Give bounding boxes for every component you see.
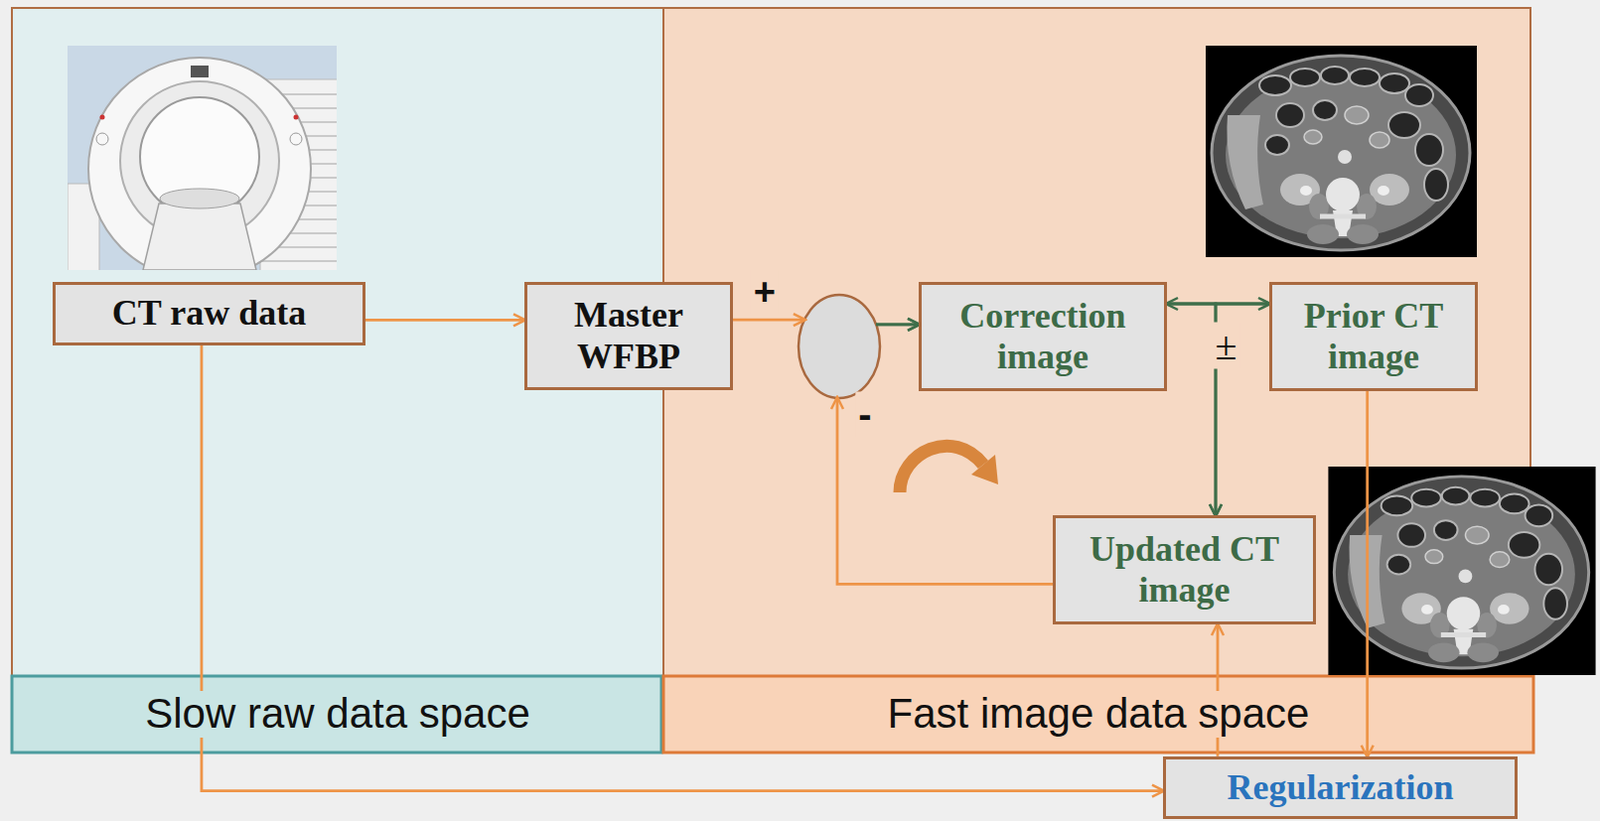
process-box: Regularization [1163, 756, 1518, 820]
ct-scanner-illustration-part [96, 133, 109, 146]
box-label: Regularization [1227, 767, 1455, 809]
connector-arrow [1166, 303, 1216, 516]
band-strip: Fast image data space [663, 676, 1534, 753]
edge-label-holder: - [855, 392, 874, 437]
connector-arrow [1215, 303, 1270, 516]
sign-label: + [750, 271, 779, 314]
ct-scanner-illustration-part [293, 115, 299, 121]
box-label: Updated CT image [1067, 529, 1302, 612]
ct-scanner-illustration-part [88, 57, 311, 271]
connector-line [1215, 303, 1270, 516]
connector-line [1166, 303, 1216, 516]
ct-scanner-illustration-part [100, 115, 106, 121]
edge-label-holder: ± [1212, 322, 1241, 370]
region-heading: Slow raw data space [140, 691, 536, 737]
connector-line [1365, 391, 1369, 757]
connector-arrow [732, 319, 919, 325]
connector-line [365, 318, 525, 322]
box-label: Prior CT image [1284, 295, 1463, 379]
connector-line [732, 318, 805, 322]
process-box: Updated CT image [1052, 515, 1316, 625]
box-label: Correction image [933, 295, 1153, 379]
connector-line [837, 398, 1053, 584]
iteration-arrow-symbol [899, 445, 999, 493]
connector-arrow [1366, 391, 1368, 757]
connector-line [875, 322, 919, 326]
region-heading: Fast image data space [882, 691, 1315, 737]
process-box: Prior CT image [1269, 282, 1478, 392]
ct-scanner-illustration-part [290, 133, 302, 146]
band-strip: Slow raw data space [11, 676, 664, 753]
summing-junction [798, 294, 880, 399]
box-label: Master WFBP [539, 294, 719, 378]
region-panel: Fast image data space Correction image Pri… [663, 7, 1534, 753]
edge-label-holder: + [750, 271, 779, 314]
connector-arrow [365, 319, 525, 321]
process-box: Master WFBP [524, 282, 733, 391]
ct-scanner-illustration-part [159, 188, 240, 209]
sign-label: - [855, 392, 874, 437]
ct-scanner-illustration-part [190, 65, 209, 78]
raw-space-band [11, 676, 662, 753]
sign-label: ± [1212, 322, 1241, 370]
ct-scanner-illustration-part [140, 97, 260, 217]
image-space-band [663, 676, 1534, 753]
iteration-arrow-symbol-part [971, 454, 999, 485]
process-box: CT raw data [52, 282, 366, 345]
ct-scanner-illustration-part-part [260, 260, 337, 263]
connector-line [875, 322, 919, 326]
ct-scanner-illustration [67, 45, 337, 271]
ct-scanner-illustration-part [143, 203, 257, 271]
iteration-arrow-symbol-part [899, 445, 984, 493]
box-label: CT raw data [112, 292, 306, 334]
prior-ct-picture [1205, 45, 1477, 258]
process-box: Correction image [918, 282, 1167, 392]
